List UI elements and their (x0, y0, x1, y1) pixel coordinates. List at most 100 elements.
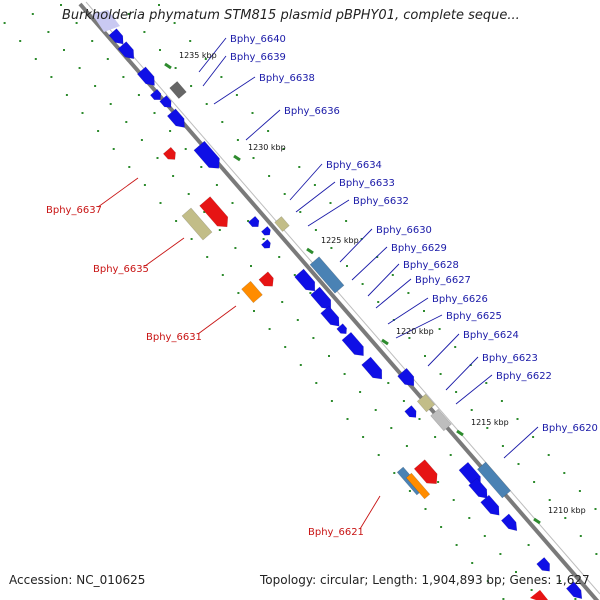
gene-olive-shape (181, 207, 213, 241)
gene-orange (241, 280, 263, 304)
tick-dot (405, 445, 408, 447)
tick-dot (299, 211, 302, 213)
gene-label-forward: Bphy_6640 (230, 34, 286, 45)
gene-orange-shape (241, 280, 263, 304)
gene-red-shape (162, 146, 176, 160)
tick-dot (483, 535, 486, 537)
tick-dot (282, 148, 285, 150)
gene-label-forward: Bphy_6632 (353, 196, 409, 207)
tick-dot (247, 220, 250, 222)
gene-blue (294, 268, 316, 292)
gene-blue-shape (341, 331, 364, 357)
tick-dot (563, 472, 566, 474)
tick-dot (343, 373, 346, 375)
tick-dot (329, 202, 332, 204)
gene-blue (565, 581, 583, 600)
gene-blue (468, 477, 488, 499)
tick-dot (159, 202, 162, 204)
gene-blue (193, 140, 220, 169)
tick-dot (19, 40, 22, 42)
tick-dot (485, 382, 488, 384)
gene-olive (416, 393, 436, 413)
tick-dot (78, 67, 81, 69)
gene-blue (159, 95, 172, 108)
tick-dot (501, 445, 504, 447)
leader-line (295, 181, 336, 213)
tick-dot (143, 184, 146, 186)
tick-dot (486, 580, 489, 582)
gene-blue-shape (193, 140, 220, 169)
tick-dot (402, 400, 405, 402)
gene-red (413, 459, 438, 485)
tick-dot (330, 400, 333, 402)
tick-dot (407, 292, 410, 294)
tick-dot (517, 463, 520, 465)
gene-label-forward: Bphy_6622 (496, 371, 552, 382)
tick-dot (439, 373, 442, 375)
tick-dot (455, 544, 458, 546)
gene-blue (149, 88, 162, 101)
tick-dot (173, 22, 176, 24)
tick-dot (143, 31, 146, 33)
tick-dot (235, 94, 238, 96)
tick-dot (158, 4, 160, 6)
tick-mark (533, 517, 541, 525)
gene-red-shape (199, 196, 229, 228)
tick-dot (268, 328, 271, 330)
accession-text: Accession: NC_010625 (9, 573, 146, 587)
tick-mark (233, 154, 241, 162)
tick-mark (164, 62, 172, 70)
tick-dot (75, 22, 78, 24)
leader-line (387, 297, 429, 325)
tick-dot (574, 598, 577, 600)
gene-silver-shape (430, 408, 452, 432)
gene-blue (341, 331, 364, 357)
tick-dot (278, 256, 281, 258)
tick-dot (390, 427, 393, 429)
gene-steel-shape (477, 461, 511, 499)
tick-dot (532, 436, 535, 438)
tick-dot (438, 328, 441, 330)
gene-blue (361, 356, 383, 380)
tick-dot (215, 184, 218, 186)
gene-label-forward: Bphy_6623 (482, 353, 538, 364)
leader-line (245, 109, 281, 141)
leader-line (455, 374, 493, 405)
tick-dot (424, 508, 427, 510)
gene-blue (500, 513, 518, 532)
tick-dot (515, 571, 517, 573)
gene-label-reverse: Bphy_6631 (146, 332, 202, 343)
tick-dot (97, 130, 100, 132)
tick-dot (153, 112, 156, 114)
gene-orange (405, 472, 431, 500)
backbone-shadow (85, 1, 600, 595)
tick-dot (533, 481, 536, 483)
tick-dot (220, 76, 223, 78)
tick-dot (468, 517, 471, 519)
tick-dot (47, 31, 50, 33)
tick-dot (393, 472, 396, 474)
tick-dot (470, 409, 473, 411)
gene-blue-shape (261, 239, 271, 249)
gene-blue (108, 28, 124, 45)
tick-dot (454, 346, 457, 348)
gene-blue-shape (565, 581, 583, 600)
tick-dot (218, 229, 221, 231)
gene-olive (274, 216, 290, 232)
tick-dot (204, 58, 207, 60)
gene-red (530, 590, 548, 600)
gene-blue (166, 108, 185, 128)
tick-dot (184, 148, 187, 150)
tick-dot (579, 535, 582, 537)
tick-dot (200, 166, 203, 168)
tick-dot (328, 355, 330, 357)
gene-blue (404, 405, 417, 418)
gene-orange-shape (405, 472, 431, 500)
gene-blue (136, 66, 155, 86)
tick-dot (449, 454, 452, 456)
leader-line (375, 278, 412, 309)
gene-blue (397, 367, 415, 387)
gene-blue (536, 557, 550, 572)
gene-olive-shape (274, 216, 290, 232)
